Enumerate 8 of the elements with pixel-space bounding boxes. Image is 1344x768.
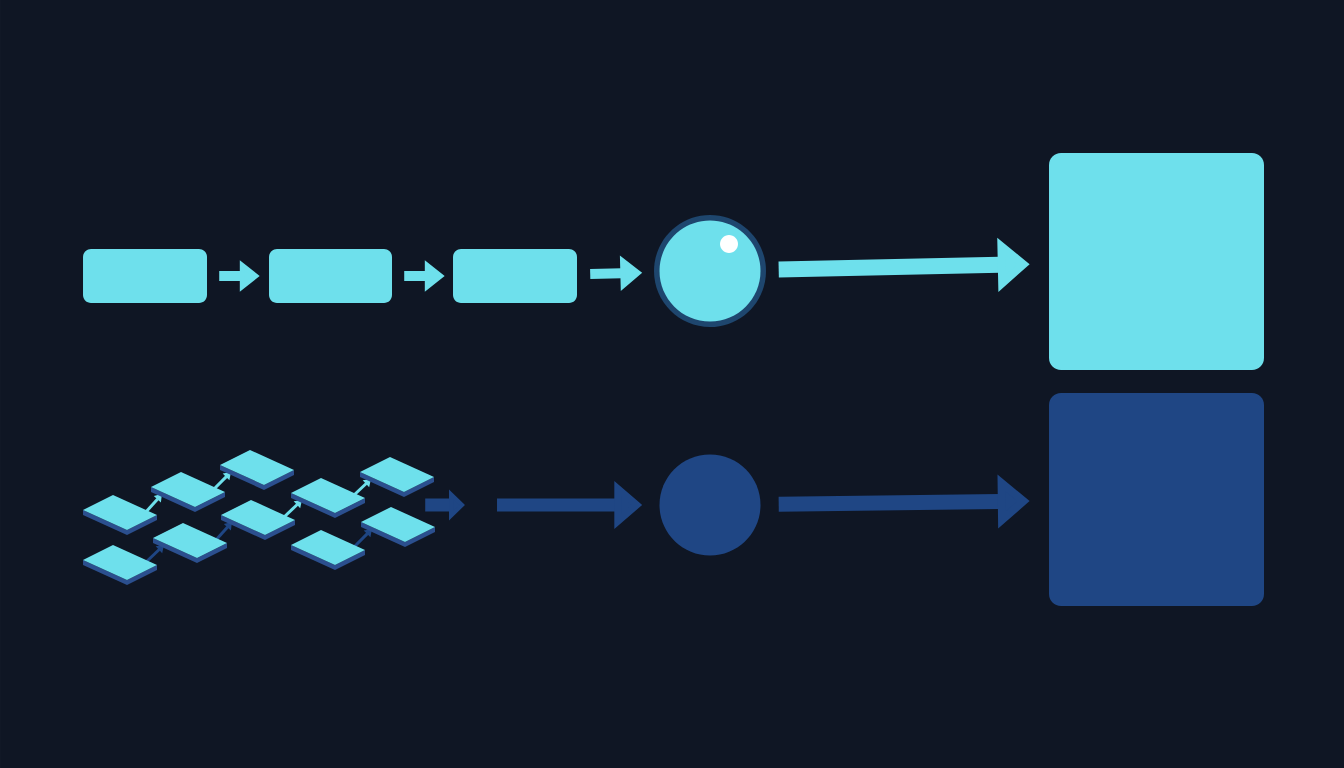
- square-block: [1049, 393, 1264, 606]
- rounded-box: [269, 249, 392, 303]
- square-block: [1049, 153, 1264, 370]
- circle: [659, 454, 761, 556]
- tile-grid-drawing: [83, 450, 435, 585]
- circle: [654, 215, 766, 327]
- rounded-box: [453, 249, 577, 303]
- rounded-box: [83, 249, 207, 303]
